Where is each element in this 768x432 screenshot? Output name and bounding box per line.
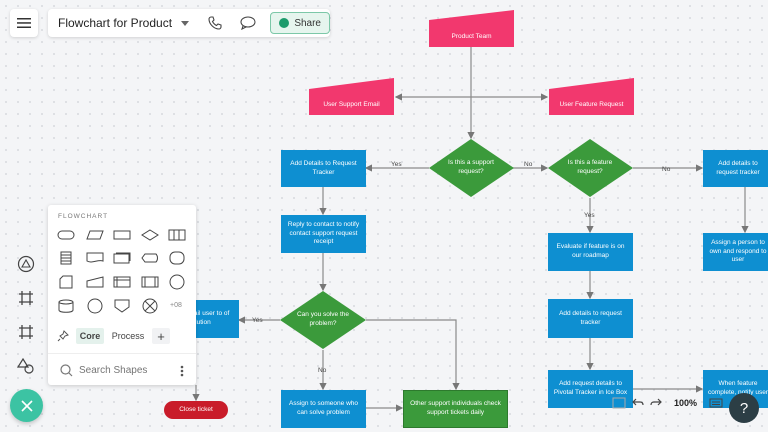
multi-document-shape[interactable] <box>112 250 132 266</box>
phone-icon[interactable] <box>207 15 222 31</box>
product-team-label: Product Team <box>451 33 492 41</box>
support-request-decision[interactable] <box>429 139 514 197</box>
card-shape[interactable] <box>56 274 76 290</box>
edge-label-no: No <box>662 166 671 173</box>
user-support-email-shape[interactable] <box>309 78 394 115</box>
menu-icon <box>17 18 31 28</box>
add-details-request-tracker-2[interactable]: Add details to request tracker <box>548 299 633 338</box>
edge-label-yes: Yes <box>584 212 595 219</box>
user-support-email-label: User Support Email <box>323 101 380 109</box>
undo-icon[interactable] <box>632 398 644 408</box>
assign-person[interactable]: Assign a person to own and respond to us… <box>703 233 768 271</box>
frame-icon[interactable] <box>16 288 36 308</box>
predefined-process-shape[interactable] <box>56 250 76 266</box>
menu-button[interactable] <box>10 9 38 37</box>
data-shape[interactable] <box>85 227 105 243</box>
search-icon <box>60 363 73 376</box>
user-feature-request-label: User Feature Request <box>559 101 624 109</box>
globe-icon <box>279 18 290 28</box>
comment-icon[interactable] <box>240 15 256 31</box>
sticky-note-icon[interactable] <box>612 397 626 409</box>
display-shape[interactable] <box>140 250 160 266</box>
more-options-icon[interactable] <box>180 365 184 377</box>
help-button[interactable]: ? <box>729 393 759 423</box>
process-shape[interactable] <box>112 227 132 243</box>
connector-shape[interactable] <box>167 274 187 290</box>
support-request-label: Is this a support request? <box>448 159 494 175</box>
subroutine-shape[interactable] <box>140 274 160 290</box>
grid-frame-icon[interactable] <box>16 322 36 342</box>
share-label: Share <box>294 17 321 29</box>
internal-storage-shape[interactable] <box>112 274 132 290</box>
tab-core[interactable]: Core <box>76 328 104 344</box>
add-details-request-tracker[interactable]: Add Details to Request Tracker <box>281 150 366 187</box>
assign-someone[interactable]: Assign to someone who can solve problem <box>281 390 366 428</box>
close-ticket[interactable]: Close ticket <box>164 401 228 419</box>
add-request-pivotal[interactable]: Add request details to Pivotal Tracker i… <box>548 370 633 408</box>
search-input[interactable] <box>77 363 171 377</box>
zoom-level[interactable]: 100% <box>674 398 698 408</box>
table-shape[interactable] <box>167 227 187 243</box>
shapes-library-icon[interactable] <box>16 254 36 274</box>
keyboard-icon[interactable] <box>709 398 723 408</box>
redo-icon[interactable] <box>650 398 662 408</box>
more-shapes-count[interactable]: +08 <box>170 302 182 309</box>
close-icon <box>20 399 33 412</box>
pin-icon[interactable] <box>54 328 72 344</box>
evaluate-feature[interactable]: Evaluate if feature is on our roadmap <box>548 233 633 271</box>
decision-shape[interactable] <box>140 227 160 243</box>
tab-process[interactable]: Process <box>111 331 145 341</box>
summing-junction-shape[interactable] <box>140 298 160 314</box>
panel-section-title: FLOWCHART <box>58 213 109 220</box>
edge-label-yes: Yes <box>391 161 402 168</box>
shape-library-panel: FLOWCHART +08 Core Process + <box>48 205 196 385</box>
document-title[interactable]: Flowchart for Product T... <box>58 16 173 30</box>
user-feature-request-shape[interactable] <box>549 78 634 115</box>
other-support[interactable]: Other support individuals check support … <box>403 390 508 428</box>
shapes-icon[interactable] <box>16 356 36 376</box>
feature-request-label: Is this a feature request? <box>567 159 613 175</box>
storage-shape[interactable] <box>167 250 187 266</box>
top-bar: Flowchart for Product T... Share <box>48 9 330 37</box>
feature-request-decision[interactable] <box>548 139 633 197</box>
edge-label-no: No <box>318 367 327 374</box>
offpage-connector-shape[interactable] <box>112 298 132 314</box>
document-shape[interactable] <box>85 250 105 266</box>
add-tab-button[interactable]: + <box>152 328 170 344</box>
close-panel-button[interactable] <box>10 389 43 422</box>
share-button[interactable]: Share <box>270 12 330 34</box>
manual-input-shape[interactable] <box>85 274 105 290</box>
database-shape[interactable] <box>56 298 76 314</box>
add-details-right[interactable]: Add details to request tracker <box>703 150 768 187</box>
circle-shape[interactable] <box>85 298 105 314</box>
edge-label-yes: Yes <box>252 317 263 324</box>
reply-to-contact[interactable]: Reply to contact to notify contact suppo… <box>281 215 366 253</box>
terminator-shape[interactable] <box>56 227 76 243</box>
solve-problem-decision[interactable] <box>280 291 366 349</box>
edge-label-no: No <box>524 161 533 168</box>
solve-problem-label: Can you solve the problem? <box>296 311 350 327</box>
chevron-down-icon[interactable] <box>180 20 189 26</box>
shape-search <box>48 353 196 386</box>
product-team-shape[interactable] <box>429 10 514 47</box>
zoom-controls: 100% <box>612 397 723 409</box>
